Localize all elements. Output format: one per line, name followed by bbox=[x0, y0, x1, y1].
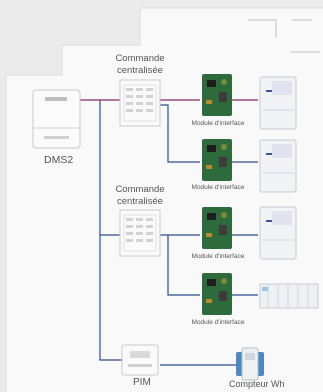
central-controller-icon bbox=[119, 79, 161, 127]
circuit-board-icon bbox=[202, 207, 232, 249]
panel-outline bbox=[5, 7, 323, 392]
interface-module-label: Module d'interface bbox=[191, 184, 245, 191]
outdoor-unit-icon bbox=[259, 283, 319, 309]
central-control-label-2: Commande centralisée bbox=[115, 184, 165, 207]
outdoor-unit-icon bbox=[259, 206, 297, 260]
blue-connections bbox=[99, 100, 258, 366]
pim-device-icon bbox=[121, 344, 159, 376]
interface-module-label: Module d'interface bbox=[191, 253, 245, 260]
central-controller-icon bbox=[119, 209, 161, 257]
dms2-label: DMS2 bbox=[44, 154, 74, 166]
dms2-unit-icon bbox=[32, 89, 81, 149]
corner-decoration bbox=[248, 19, 320, 53]
pim-label: PIM bbox=[133, 377, 151, 388]
central-control-label-1: Commande centralisée bbox=[115, 53, 165, 76]
interface-module-label: Module d'interface bbox=[191, 120, 245, 127]
watt-meter-icon bbox=[236, 347, 264, 381]
circuit-board-icon bbox=[202, 74, 232, 116]
background-panel bbox=[6, 8, 323, 392]
watt-meter-label: Compteur Wh bbox=[229, 379, 285, 389]
interface-module-label: Module d'interface bbox=[191, 319, 245, 326]
outdoor-unit-icon bbox=[259, 76, 297, 130]
outdoor-unit-icon bbox=[259, 139, 297, 193]
circuit-board-icon bbox=[202, 273, 232, 315]
circuit-board-icon bbox=[202, 139, 232, 181]
